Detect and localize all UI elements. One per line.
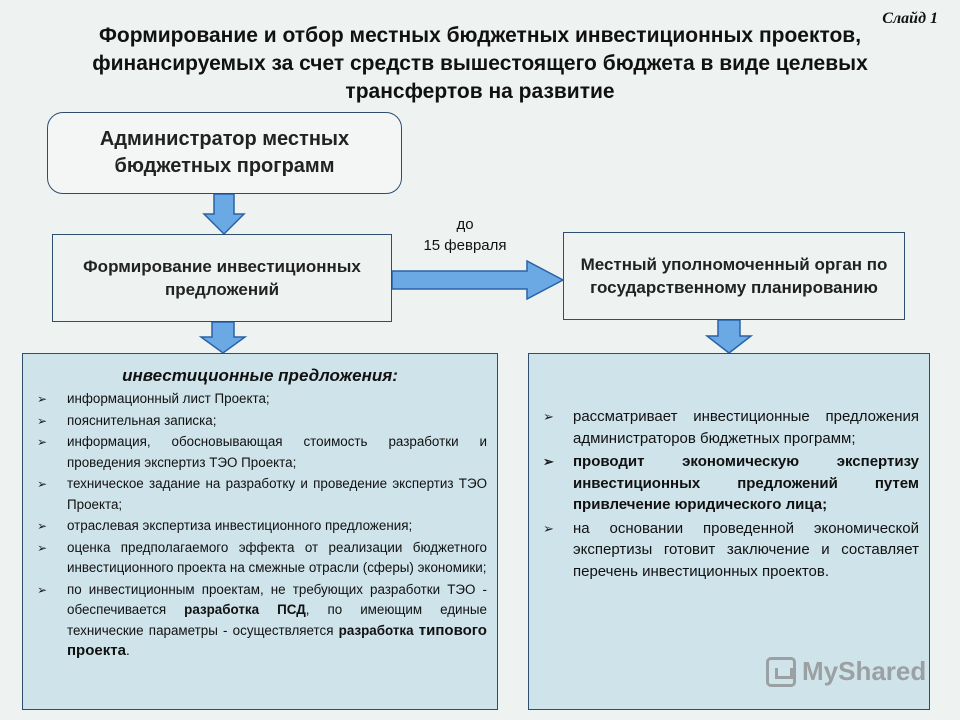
arrow-bullet-icon: ➢ bbox=[37, 392, 48, 406]
slide-number: Слайд 1 bbox=[882, 10, 938, 27]
list-item-text: информация, обосновывающая стоимость раз… bbox=[67, 434, 487, 470]
watermark: MyShared bbox=[766, 656, 926, 687]
list-item: ➢ информационный лист Проекта; bbox=[33, 389, 487, 410]
arrow-right-formation-to-planning bbox=[391, 259, 565, 301]
arrow-bullet-icon: ➢ bbox=[543, 409, 554, 424]
page-title: Формирование и отбор местных бюджетных и… bbox=[92, 24, 868, 103]
deadline-line1: до bbox=[456, 216, 474, 233]
arrow-bullet-icon: ➢ bbox=[543, 454, 554, 469]
list-item-text: техническое задание на разработку и пров… bbox=[67, 476, 487, 512]
arrow-bullet-icon: ➢ bbox=[37, 540, 48, 555]
list-item-text: по инвестиционным проектам, не требующих… bbox=[67, 581, 487, 660]
deadline-label: до 15 февраля bbox=[400, 214, 530, 256]
planning-authority-box: Местный уполномоченный орган по государс… bbox=[563, 232, 905, 320]
formation-box-text: Формирование инвестиционных предложений bbox=[83, 257, 361, 299]
list-item: ➢ пояснительная записка; bbox=[33, 411, 487, 432]
arrow-bullet-icon: ➢ bbox=[37, 435, 48, 449]
list-item: ➢ техническое задание на разработку и про… bbox=[33, 474, 487, 515]
arrow-bullet-icon: ➢ bbox=[543, 520, 554, 536]
list-item-text: проводит экономическую экспертизу инвест… bbox=[573, 453, 919, 513]
arrow-down-formation-to-panel bbox=[198, 321, 248, 354]
list-item-text: рассматривает инвестиционные предложения… bbox=[573, 408, 919, 447]
list-item: ➢ информация, обосновывающая стоимость ра… bbox=[33, 432, 487, 473]
list-item-text: на основании проведенной экономической э… bbox=[573, 519, 919, 580]
arrow-down-admin-to-formation bbox=[202, 193, 246, 236]
presentation-icon bbox=[766, 656, 796, 687]
proposals-list: ➢ информационный лист Проекта; ➢ пояснител… bbox=[33, 389, 487, 662]
arrow-bullet-icon: ➢ bbox=[37, 413, 48, 428]
formation-box: Формирование инвестиционных предложений bbox=[52, 234, 392, 322]
list-item: ➢ на основании проведенной экономической … bbox=[539, 518, 919, 583]
functions-list: ➢ рассматривает инвестиционные предложени… bbox=[539, 406, 919, 582]
list-item: ➢ отраслевая экспертиза инвестиционного п… bbox=[33, 516, 487, 537]
list-item: ➢ по инвестиционным проектам, не требующи… bbox=[33, 580, 487, 662]
planning-functions-panel: ➢ рассматривает инвестиционные предложени… bbox=[528, 353, 930, 710]
arrow-bullet-icon: ➢ bbox=[37, 477, 48, 491]
list-item: ➢ рассматривает инвестиционные предложени… bbox=[539, 406, 919, 449]
list-item-text: информационный лист Проекта; bbox=[67, 391, 270, 406]
list-item-text: оценка предполагаемого эффекта от реализ… bbox=[67, 539, 487, 576]
list-item-text: пояснительная записка; bbox=[67, 412, 217, 428]
list-item: ➢ оценка предполагаемого эффекта от реали… bbox=[33, 538, 487, 579]
admin-box: Администратор местных бюджетных программ bbox=[47, 112, 402, 194]
investment-proposals-panel: инвестиционные предложения: ➢ информацион… bbox=[22, 353, 498, 710]
list-item: ➢ проводит экономическую экспертизу инвес… bbox=[539, 451, 919, 516]
list-item-text: отраслевая экспертиза инвестиционного пр… bbox=[67, 518, 413, 533]
deadline-line2: 15 февраля bbox=[423, 237, 507, 254]
admin-box-text: Администратор местных бюджетных программ bbox=[99, 128, 350, 177]
planning-authority-text: Местный уполномоченный орган по государс… bbox=[580, 255, 888, 297]
watermark-text: MyShared bbox=[802, 656, 927, 686]
panel-heading: инвестиционные предложения: bbox=[122, 366, 398, 385]
arrow-bullet-icon: ➢ bbox=[37, 519, 48, 533]
arrow-down-planning-to-panel bbox=[704, 319, 754, 354]
arrow-bullet-icon: ➢ bbox=[37, 582, 48, 597]
